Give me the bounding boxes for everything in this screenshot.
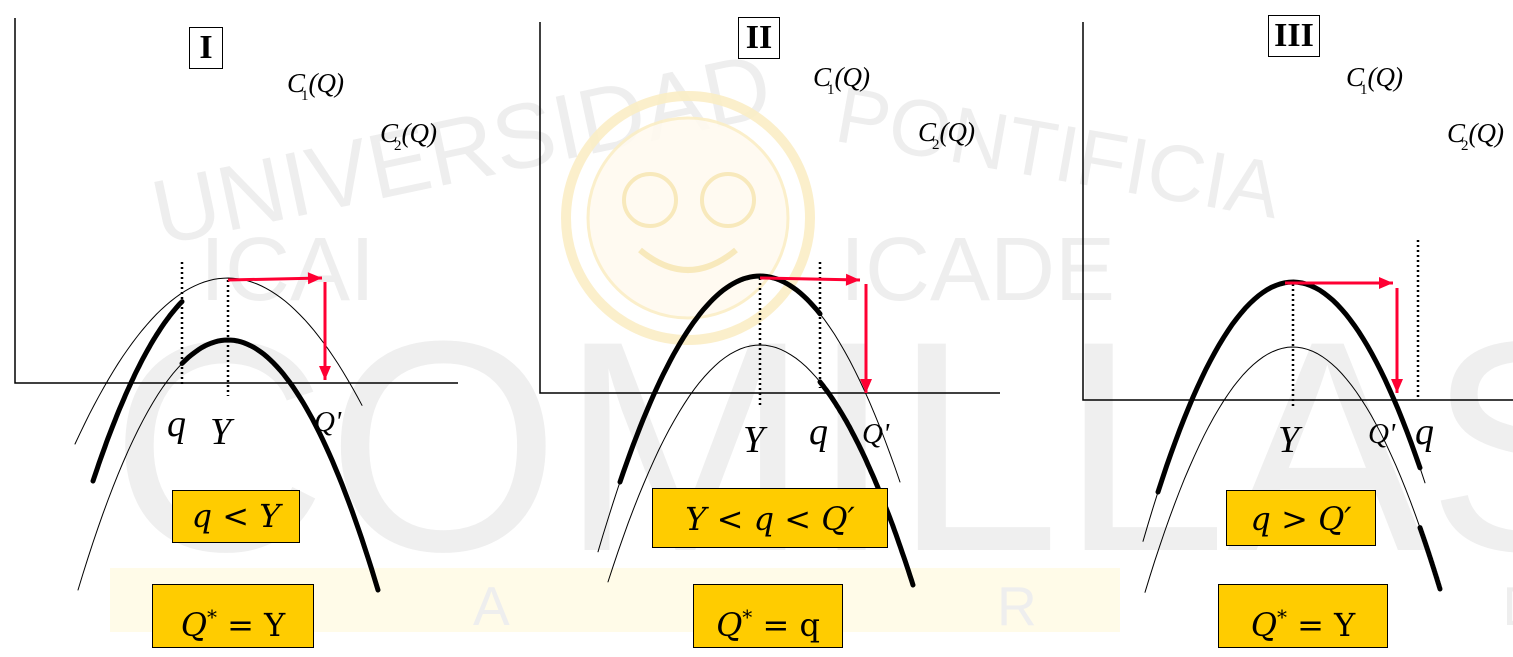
panel-3-c2-curve: [1144, 346, 1441, 593]
panel-2-c2-label: C2(Q): [918, 117, 975, 153]
panel-2-x-label-y: Y: [743, 419, 765, 461]
panel-2-x-label-qprime: Q': [862, 418, 890, 450]
panel-3-title: III: [1268, 15, 1320, 57]
panel-1-x-label-qprime: Q': [314, 406, 342, 438]
panel-2-title: II: [738, 17, 780, 59]
panel-1-x-label-y: Y: [210, 411, 232, 453]
panel-2-c1-label: C1(Q): [813, 62, 870, 98]
panel-1-c2-label: C2(Q): [380, 118, 437, 154]
panel-3-x-label-q: q: [1415, 411, 1434, 453]
panel-1-axes: [14, 18, 458, 384]
watermark-seal: [561, 91, 815, 345]
panel-2-condition: Y < q < Q′: [652, 488, 888, 548]
panel-2-total-cost-left: [617, 273, 823, 485]
watermark-comillas: COMILLAS: [110, 278, 1513, 614]
panel-3-c2-label: C2(Q): [1447, 118, 1504, 154]
panel-2-arrow-vertical-head: [860, 379, 872, 393]
panel-3-axes: [1082, 22, 1513, 401]
panel-3-result: Q* = Y: [1218, 584, 1388, 648]
panel-1-arrow-vertical-head: [319, 366, 331, 380]
panel-1-c1-curve: [74, 277, 363, 445]
panel-1-result: Q* = Y: [152, 584, 314, 648]
panel-2-arrow-horizontal-head: [845, 273, 860, 286]
panel-2-axes: [539, 22, 1000, 394]
panel-1-x-label-q: q: [167, 403, 186, 445]
watermark-icade: ICADE: [840, 220, 1115, 320]
panel-3-x-label-y: Y: [1278, 419, 1300, 461]
panel-3-x-label-qprime: Q': [1368, 418, 1396, 450]
panel-2-total-cost-right: [817, 379, 916, 588]
panel-3-c1-label: C1(Q): [1346, 62, 1403, 98]
panel-1-c1-label: C1(Q): [287, 68, 344, 104]
panel-2-result: Q* = q: [693, 584, 843, 648]
panel-1-arrow-horizontal: [227, 276, 323, 282]
panel-3-arrow-vertical-head: [1391, 379, 1403, 393]
panel-2-arrow-horizontal: [759, 276, 861, 282]
panel-1-arrow-horizontal-head: [307, 272, 322, 285]
panel-1-title: I: [189, 27, 223, 69]
panel-1-condition: q < Y: [172, 490, 300, 543]
panel-1-total-cost-right: [179, 337, 381, 593]
panel-3-total-cost-right: [1417, 525, 1443, 592]
panel-1-total-cost-left: [90, 299, 185, 484]
panel-3-arrow-horizontal-head: [1379, 277, 1393, 289]
panel-3-condition: q > Q′: [1226, 490, 1376, 546]
panel-2-x-label-q: q: [809, 411, 828, 453]
